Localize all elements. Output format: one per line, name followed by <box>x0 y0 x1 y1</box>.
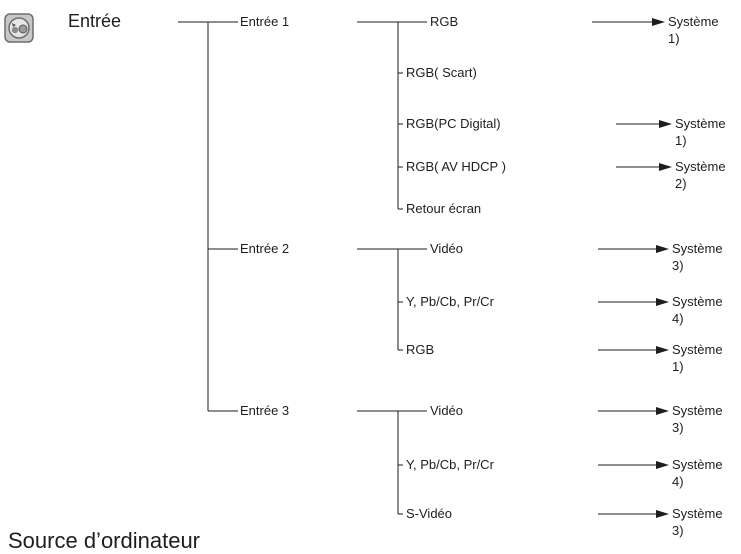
source-label: Vidéo <box>430 241 464 256</box>
system-number: 1) <box>675 133 687 148</box>
system-number: 3) <box>672 523 684 538</box>
system-note: Système 3) <box>672 240 723 274</box>
source-label: Y, Pb/Cb, Pr/Cr <box>406 457 494 472</box>
system-note: Système 4) <box>672 456 723 490</box>
source-label: RGB <box>430 14 459 29</box>
system-note: Système 3) <box>672 402 723 436</box>
source-label: Retour écran <box>406 201 482 216</box>
system-label: Système <box>672 506 723 521</box>
system-note: Système 4) <box>672 293 723 327</box>
system-note: Système 1) <box>672 341 723 375</box>
system-label: Système <box>672 457 723 472</box>
section-heading: Source d’ordinateur <box>8 528 201 553</box>
arrow-head <box>659 120 672 128</box>
input-label: Entrée 3 <box>240 403 290 418</box>
system-label: Système <box>672 294 723 309</box>
system-number: 1) <box>668 31 680 46</box>
arrow-head <box>656 510 669 518</box>
input-label: Entrée 2 <box>240 241 290 256</box>
source-label: Y, Pb/Cb, Pr/Cr <box>406 294 494 309</box>
arrow-head <box>656 245 669 253</box>
arrow-head <box>656 298 669 306</box>
source-label: RGB <box>406 342 435 357</box>
system-label: Système <box>672 342 723 357</box>
arrow-head <box>656 461 669 469</box>
source-label: RGB(PC Digital) <box>406 116 501 131</box>
source-label: Vidéo <box>430 403 464 418</box>
system-number: 2) <box>675 176 687 191</box>
system-label: Système <box>668 14 719 29</box>
system-label: Système <box>672 403 723 418</box>
input-menu-icon <box>4 13 34 43</box>
input-label: Entrée 1 <box>240 14 290 29</box>
system-label: Système <box>675 159 726 174</box>
source-label: RGB( Scart) <box>406 65 477 80</box>
source-label: RGB( AV HDCP ) <box>406 159 506 174</box>
arrow-head <box>659 163 672 171</box>
system-number: 3) <box>672 258 684 273</box>
system-number: 4) <box>672 474 684 489</box>
arrow-head <box>652 18 665 26</box>
system-note: Système 3) <box>672 505 723 539</box>
system-number: 4) <box>672 311 684 326</box>
system-note: Système 1) <box>675 115 726 149</box>
system-label: Système <box>675 116 726 131</box>
system-number: 3) <box>672 420 684 435</box>
arrow-head <box>656 407 669 415</box>
arrow-head <box>656 346 669 354</box>
system-number: 1) <box>672 359 684 374</box>
system-note: Système 2) <box>675 158 726 192</box>
source-label: S-Vidéo <box>406 506 453 521</box>
menu-title: Entrée <box>68 11 122 31</box>
system-note: Système 1) <box>668 13 719 47</box>
system-label: Système <box>672 241 723 256</box>
